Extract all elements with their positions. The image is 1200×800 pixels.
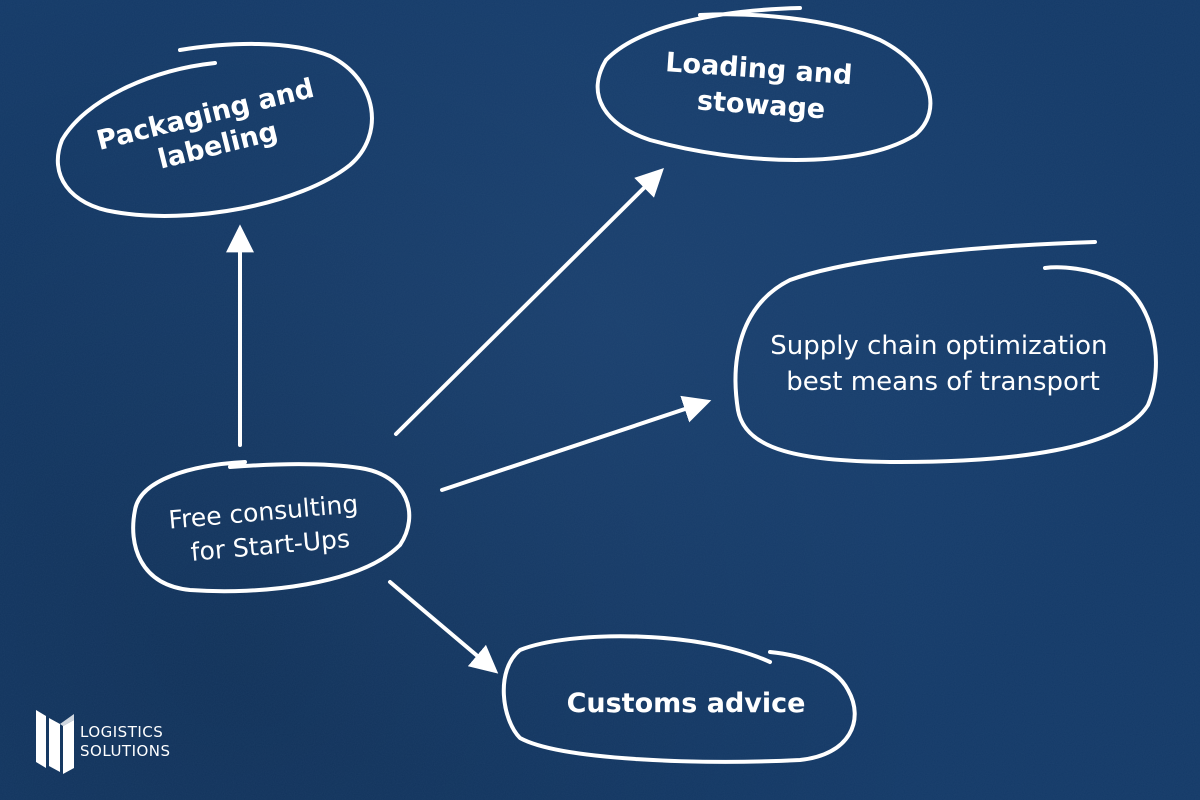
brand-line1: LOGISTICS [80,723,164,741]
arrow-to-supply-chain [440,395,712,492]
node-loading: Loading and stowage [595,6,933,162]
node-center: Free consulting for Start-Ups [131,460,412,594]
node-supply-chain: Supply chain optimization best means of … [733,240,1158,464]
node-customs: Customs advice [501,634,857,764]
arrow-to-loading [394,168,664,436]
brand-line2: SOLUTIONS [80,742,171,760]
svg-text:Supply chain optimization: Supply chain optimization best means of … [770,331,1116,397]
svg-text:Customs advice: Customs advice [567,688,806,719]
node-packaging: Packaging and labeling [55,41,374,218]
logo-mark-icon [36,710,74,774]
svg-text:Free consulting for St: Free consulting for Start-Ups [167,488,370,568]
node-loading-line2: stowage [696,85,826,125]
node-loading-line1: Loading and [664,47,853,91]
node-supply-chain-line1: Supply chain optimization [770,331,1107,361]
brand-logo: LOGISTICS SOLUTIONS [36,710,196,774]
svg-text:Loading and stowage: Loading and stowage [662,47,863,128]
svg-text:Packaging and labeling: Packaging and labeling [94,71,335,189]
arrow-to-customs [388,580,499,674]
node-supply-chain-line2: best means of transport [786,367,1100,397]
node-customs-line1: Customs advice [567,688,806,719]
